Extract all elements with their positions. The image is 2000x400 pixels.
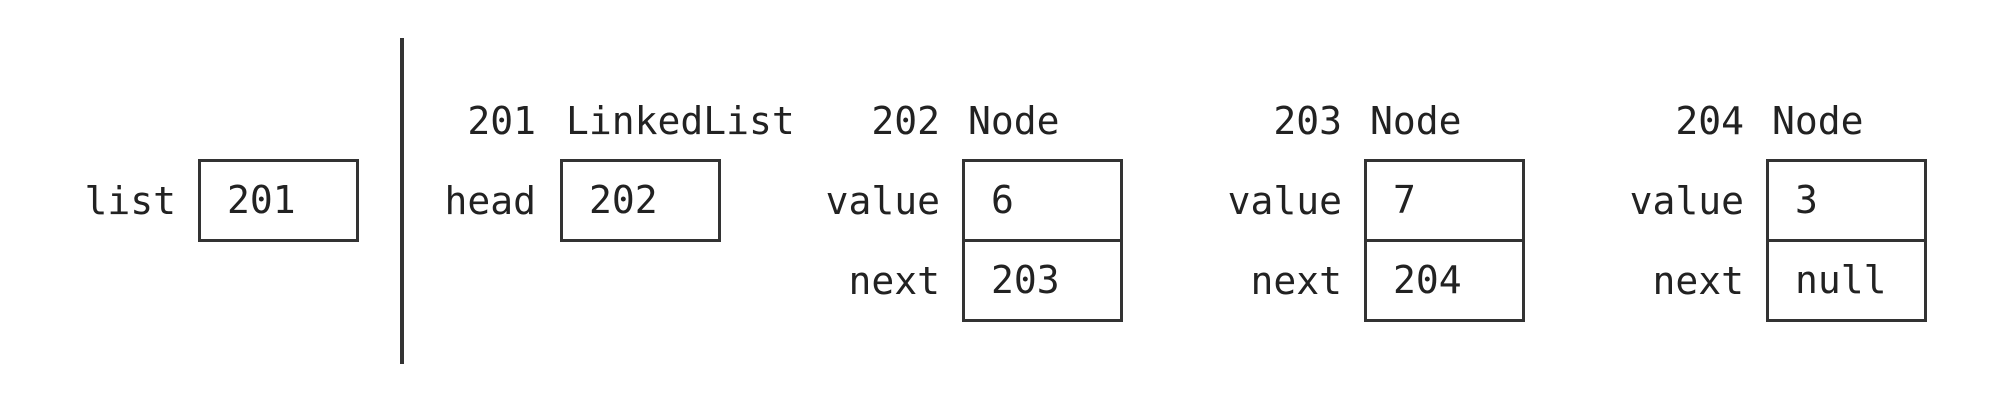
node-type-label: Node (968, 99, 1060, 143)
node-type-label: Node (1370, 99, 1462, 143)
node-value-label: value (1629, 179, 1744, 223)
stack-variable-cell: 201 (198, 159, 359, 242)
node-next-label: next (1652, 259, 1744, 303)
stack-heap-divider (400, 38, 404, 364)
node-value-cell: 7 (1364, 159, 1525, 242)
node-next-cell: null (1766, 239, 1927, 322)
node-next-cell: 203 (962, 239, 1123, 322)
node-type-label: Node (1772, 99, 1864, 143)
node-address: 202 (871, 99, 940, 143)
linkedlist-head-cell: 202 (560, 159, 721, 242)
stack-variable-label: list (84, 179, 176, 223)
node-next-cell: 204 (1364, 239, 1525, 322)
node-address: 204 (1675, 99, 1744, 143)
linkedlist-type-label: LinkedList (566, 99, 795, 143)
node-address: 203 (1273, 99, 1342, 143)
node-value-label: value (825, 179, 940, 223)
linkedlist-head-label: head (444, 179, 536, 223)
node-next-label: next (848, 259, 940, 303)
node-value-cell: 3 (1766, 159, 1927, 242)
node-next-label: next (1250, 259, 1342, 303)
linkedlist-address: 201 (467, 99, 536, 143)
node-value-label: value (1227, 179, 1342, 223)
node-value-cell: 6 (962, 159, 1123, 242)
